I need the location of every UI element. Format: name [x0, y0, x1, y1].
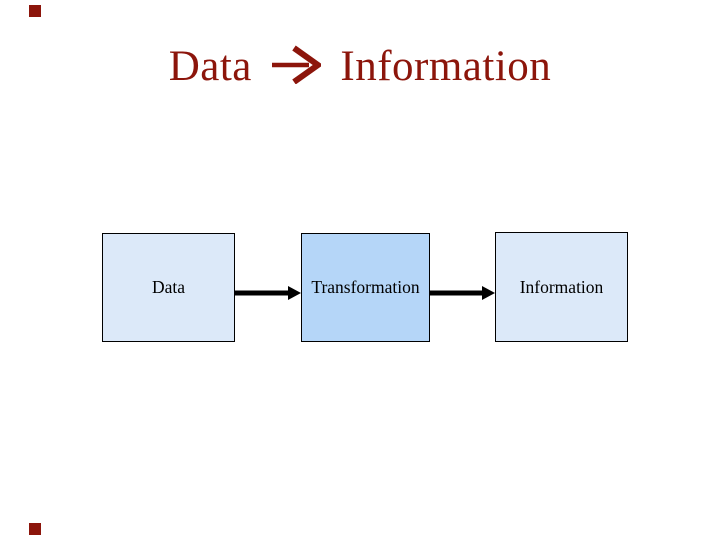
right-arrow-icon [271, 44, 324, 96]
diagram-box-data-label: Data [151, 277, 186, 297]
diagram-box-information-label: Information [519, 276, 604, 297]
corner-square-bottom-left-decoration [29, 523, 41, 535]
diagram-box-transformation: Transformation [301, 233, 430, 342]
arrow-connector-data-to-transformation [235, 286, 301, 300]
diagram-box-data: Data [102, 233, 235, 342]
slide-title: Data Information [0, 42, 720, 96]
corner-square-top-left-decoration [29, 5, 41, 17]
diagram-box-transformation-label: Transformation [311, 277, 420, 297]
title-word-data: Data [168, 43, 252, 90]
arrow-connector-transformation-to-information [429, 286, 495, 300]
diagram-box-information: Information [495, 232, 628, 342]
title-word-information: Information [340, 43, 552, 90]
